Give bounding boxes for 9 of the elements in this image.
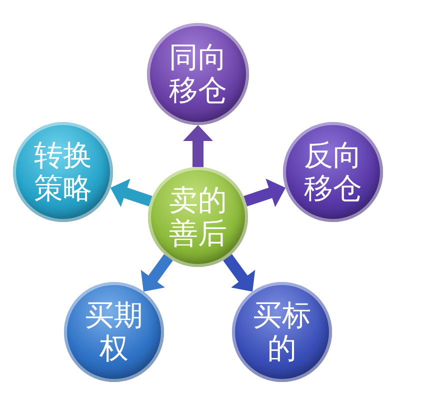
topic-label: 卖的善后 xyxy=(168,184,228,250)
arrow xyxy=(108,178,152,208)
topic-label: 买标的 xyxy=(252,298,312,366)
topic-label: 买期权 xyxy=(84,298,144,366)
topic-label: 反向移仓 xyxy=(302,138,363,206)
topic-label: 转换策略 xyxy=(32,138,93,206)
arrow xyxy=(183,125,213,167)
topic-label: 同向移仓 xyxy=(168,40,228,108)
arrow xyxy=(244,178,288,208)
